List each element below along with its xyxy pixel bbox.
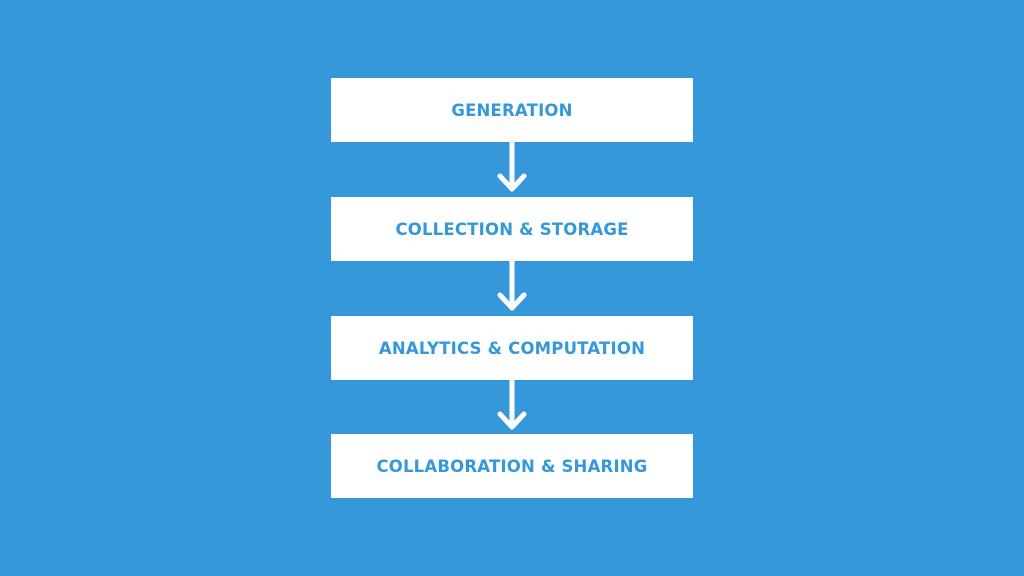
stage-box-collaboration-sharing: COLLABORATION & SHARING: [331, 434, 693, 498]
arrow-down-icon: [492, 259, 532, 315]
stage-box-generation: GENERATION: [331, 78, 693, 142]
stage-box-analytics-computation: ANALYTICS & COMPUTATION: [331, 316, 693, 380]
arrow-down-icon: [492, 140, 532, 196]
stage-label-collection-storage: COLLECTION & STORAGE: [395, 219, 629, 239]
stage-box-collection-storage: COLLECTION & STORAGE: [331, 197, 693, 261]
stage-label-collaboration-sharing: COLLABORATION & SHARING: [376, 456, 648, 476]
stage-label-analytics-computation: ANALYTICS & COMPUTATION: [378, 338, 646, 358]
arrow-down-icon: [492, 378, 532, 434]
stage-label-generation: GENERATION: [451, 100, 573, 120]
